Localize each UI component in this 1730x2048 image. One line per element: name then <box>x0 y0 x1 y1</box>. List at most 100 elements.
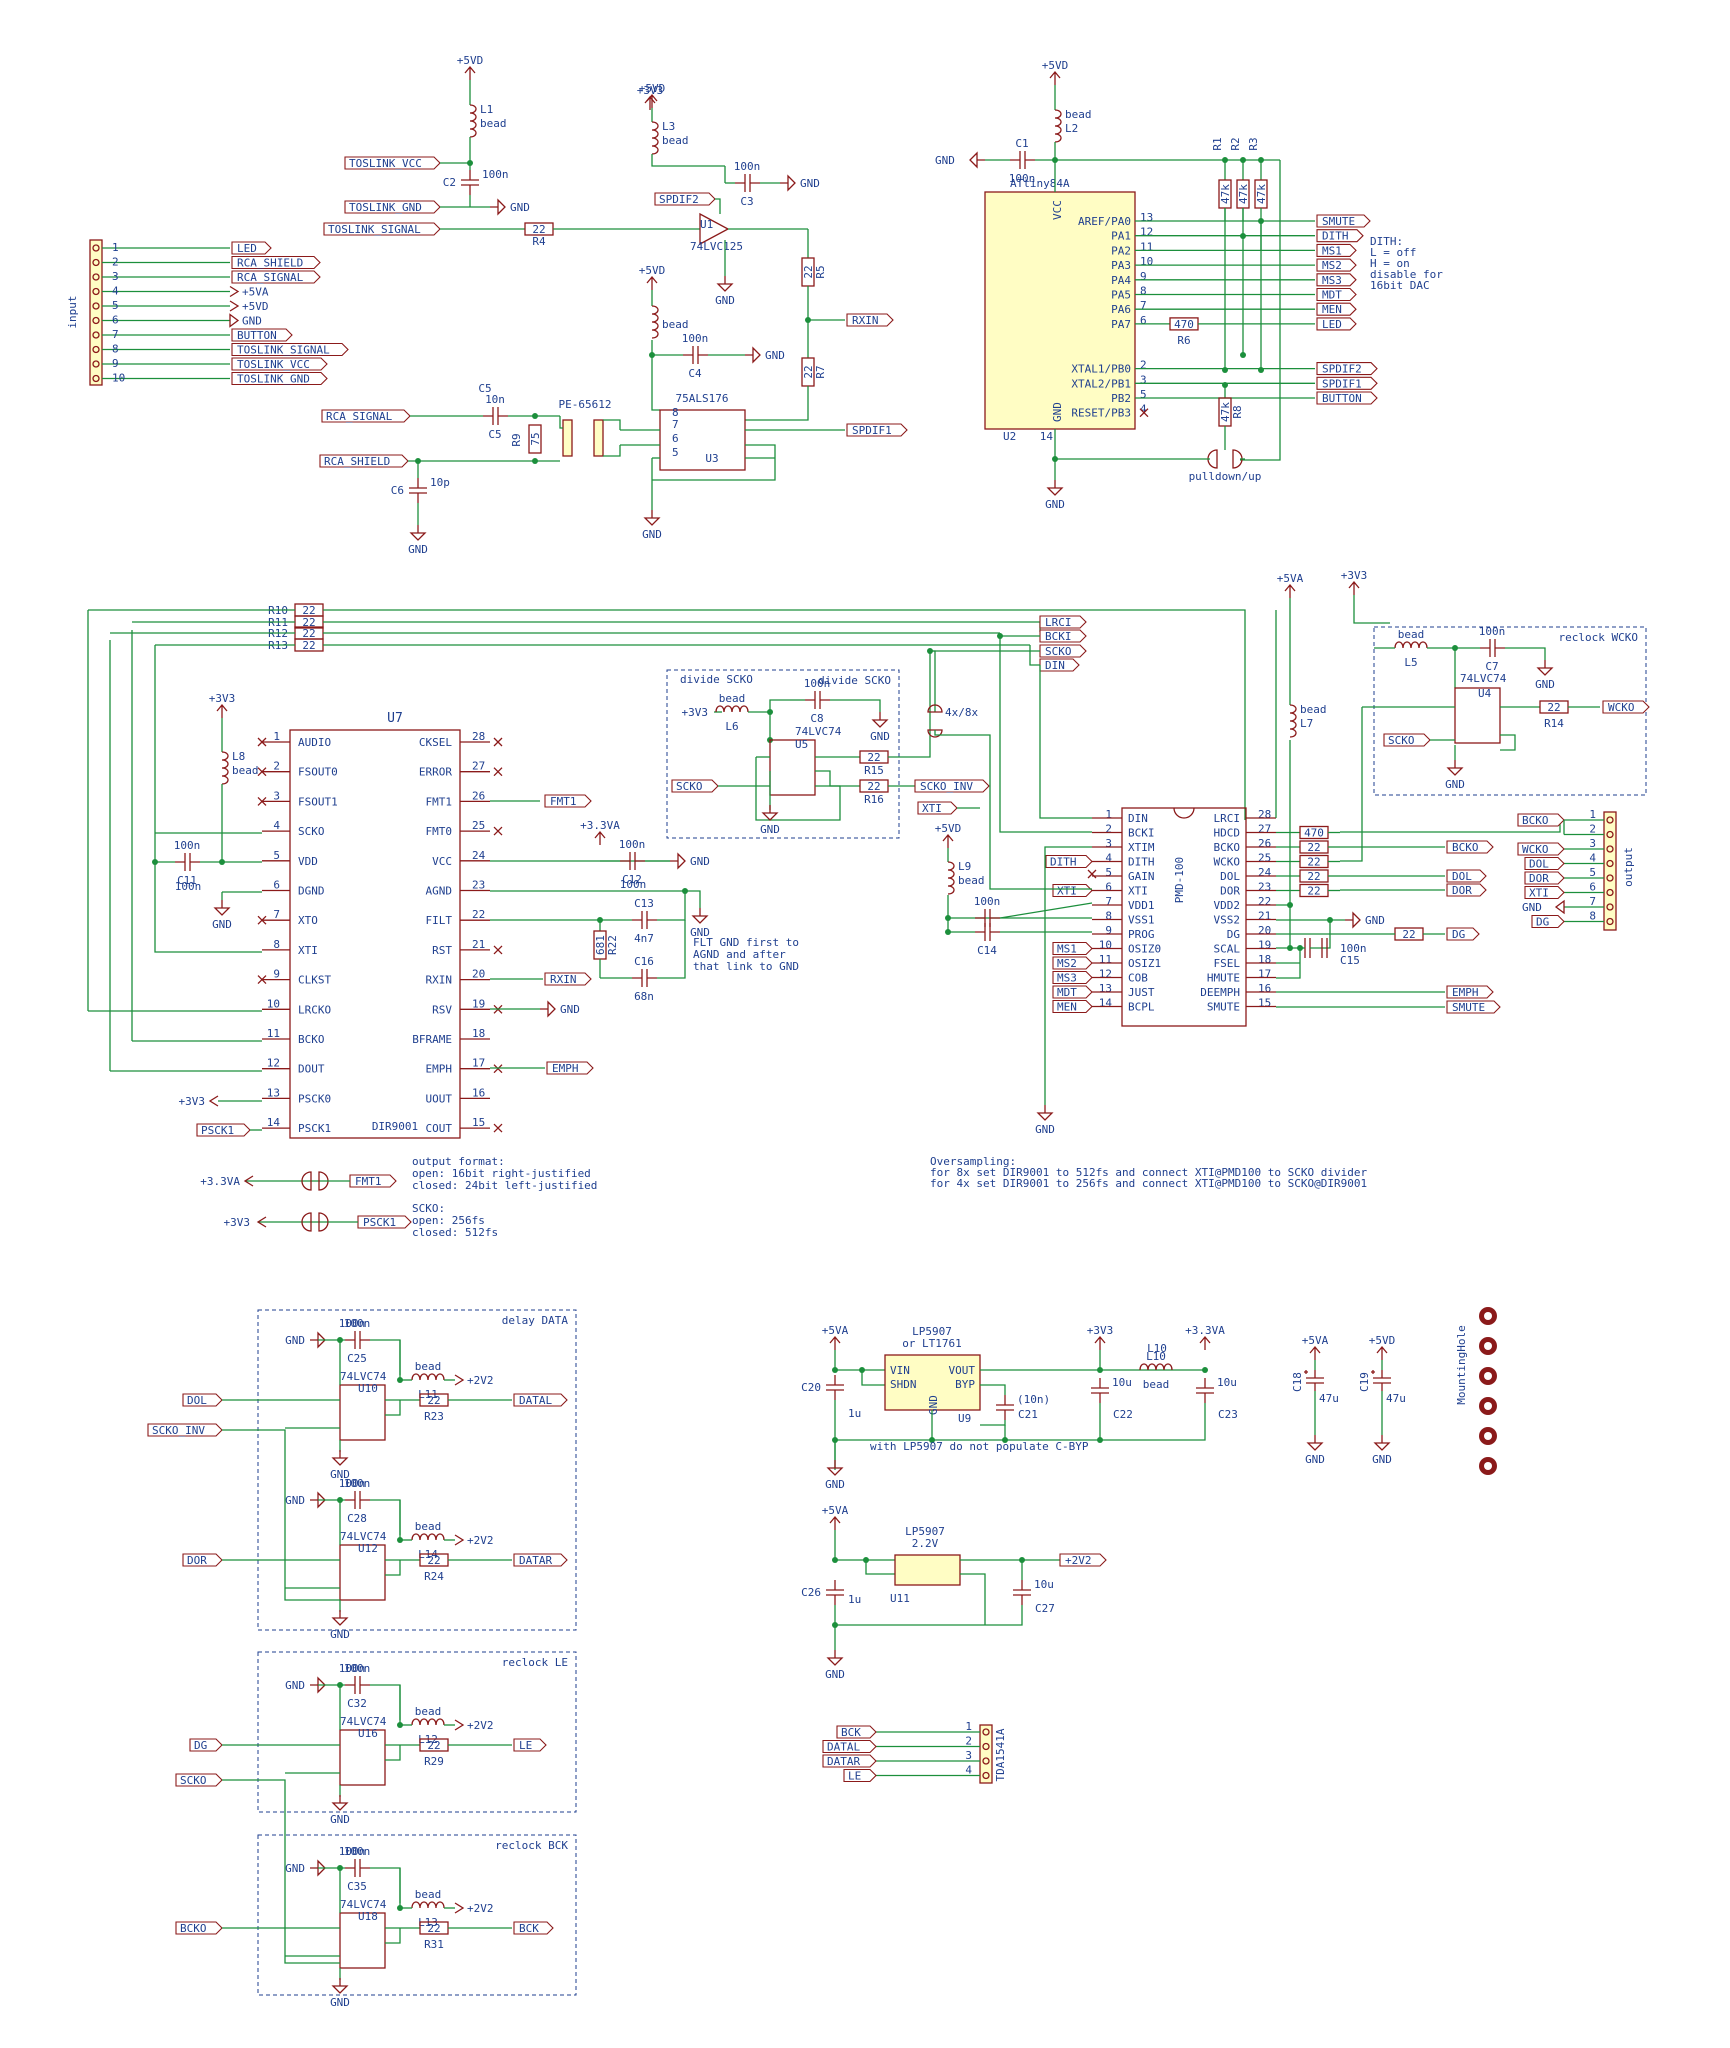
net-label <box>231 270 321 284</box>
cap-value: 100n <box>339 1845 366 1858</box>
net-label <box>175 1773 223 1787</box>
pin-name: PA5 <box>1111 289 1131 302</box>
ground-label: GND <box>825 1478 845 1491</box>
pin-number: 23 <box>1258 881 1271 894</box>
pin-number: 16 <box>1258 982 1271 995</box>
ground-label: GND <box>510 201 530 214</box>
pin-number: 2 <box>1140 359 1147 372</box>
pin-name: VOUT <box>949 1364 976 1377</box>
pin-number: 14 <box>1099 997 1113 1010</box>
resistor-value: 470 <box>1304 827 1324 840</box>
resistor-ref: R15 <box>864 764 884 777</box>
note-text: FLT GND first to <box>693 936 799 949</box>
connector-pin <box>1606 917 1614 926</box>
connector-pin <box>1606 903 1614 911</box>
capacitor <box>1196 1378 1214 1403</box>
net-label-text: DIN <box>1045 659 1065 672</box>
wire <box>652 444 776 481</box>
pin-number: 13 <box>1099 982 1112 995</box>
pin-number: 22 <box>1258 895 1271 908</box>
ferrite-bead <box>651 305 659 339</box>
resistor-value: 22 <box>1307 870 1320 883</box>
pin-number: 6 <box>273 879 280 892</box>
pin-number: 24 <box>1258 866 1272 879</box>
solder-jumper <box>1207 449 1243 469</box>
no-connect <box>257 975 267 985</box>
pin-number: 16 <box>472 1086 485 1099</box>
pin-name: FSEL <box>1214 957 1241 970</box>
cap-ref: C21 <box>1018 1408 1038 1421</box>
power-symbol <box>594 830 606 845</box>
cap-value: 1u <box>848 1407 861 1420</box>
pin-number: 7 <box>1140 299 1147 312</box>
ground-label: GND <box>1372 1453 1392 1466</box>
block-frame <box>257 1309 577 1631</box>
resistor-value: 681 <box>594 935 607 955</box>
junction-dot <box>337 1337 343 1343</box>
resistor-value: 47k <box>1219 402 1232 422</box>
net-label <box>349 1174 397 1188</box>
power-net-label: +5VD <box>1042 59 1069 72</box>
ic-ref: U7 <box>387 711 403 726</box>
pin-number: 6 <box>1589 881 1596 894</box>
pin-number: 6 <box>112 314 119 327</box>
net-label <box>231 342 349 357</box>
net-label-text: SPDIF1 <box>852 424 892 437</box>
bead-ref: L6 <box>725 720 738 733</box>
cap-value: 100n <box>620 878 647 891</box>
net-label <box>843 1768 877 1783</box>
net-label <box>822 1754 877 1768</box>
net-label-text: SPDIF2 <box>1322 363 1362 376</box>
resistor-ref: R2 <box>1229 137 1242 150</box>
ground-symbol <box>409 525 427 541</box>
net-label-text: DOL <box>1529 858 1549 871</box>
pin-number: 11 <box>1099 953 1112 966</box>
pin-name: LRCI <box>1214 812 1241 825</box>
net-label-text: SPDIF1 <box>1322 377 1362 390</box>
mcu-ic <box>984 191 1136 430</box>
junction-dot <box>397 1377 403 1383</box>
block-frame <box>666 669 900 839</box>
pin-number: 10 <box>112 372 125 385</box>
note-text: L = off <box>1370 246 1416 259</box>
pin-number: 5 <box>672 446 679 459</box>
pin-name: AGND <box>426 885 453 898</box>
ferrite-bead <box>1394 641 1428 649</box>
connector-pin <box>92 360 100 368</box>
power-net-label: +3.3VA <box>200 1175 240 1188</box>
pin-name: GND <box>1051 402 1064 422</box>
net-label <box>1446 883 1487 897</box>
junction-dot <box>1258 367 1264 373</box>
pin-name: SHDN <box>890 1378 917 1391</box>
ferrite-bead <box>469 104 477 138</box>
bead-value: L10 <box>1146 1350 1166 1363</box>
pin-number: 11 <box>267 1027 280 1040</box>
bead-ref: bead <box>1065 108 1092 121</box>
pin-name: CLKST <box>298 974 331 987</box>
wire <box>1310 920 1331 949</box>
pin-number: 9 <box>273 968 280 981</box>
pin-number: 21 <box>1258 910 1271 923</box>
net-label-text: RCA_SIGNAL <box>237 271 304 284</box>
tda-connector <box>979 1724 993 1784</box>
cap-ref: C7 <box>1485 660 1498 673</box>
pin-number: 3 <box>112 270 119 283</box>
cap-value: 47u <box>1319 1392 1339 1405</box>
resistor-value: 22 <box>427 1739 440 1752</box>
cap-ref: C35 <box>347 1880 367 1893</box>
net-label-text: MDT <box>1057 986 1077 999</box>
power-arrow <box>454 1374 465 1386</box>
pin-name: PB2 <box>1111 392 1131 405</box>
note-text: closed: 512fs <box>412 1226 498 1239</box>
pin-number: 5 <box>112 299 119 312</box>
pin-name: PA4 <box>1111 274 1131 287</box>
pin-name: FMT0 <box>426 825 453 838</box>
net-label-text: MEN <box>1322 303 1342 316</box>
capacitor <box>461 170 479 195</box>
wire <box>999 633 1040 637</box>
power-arrow <box>229 285 240 298</box>
ic-part: or LT1761 <box>902 1337 962 1350</box>
cap-value: 100n <box>1340 942 1367 955</box>
power-net-label: +5VA <box>242 286 269 299</box>
resistor-value: 47k <box>1255 184 1268 204</box>
